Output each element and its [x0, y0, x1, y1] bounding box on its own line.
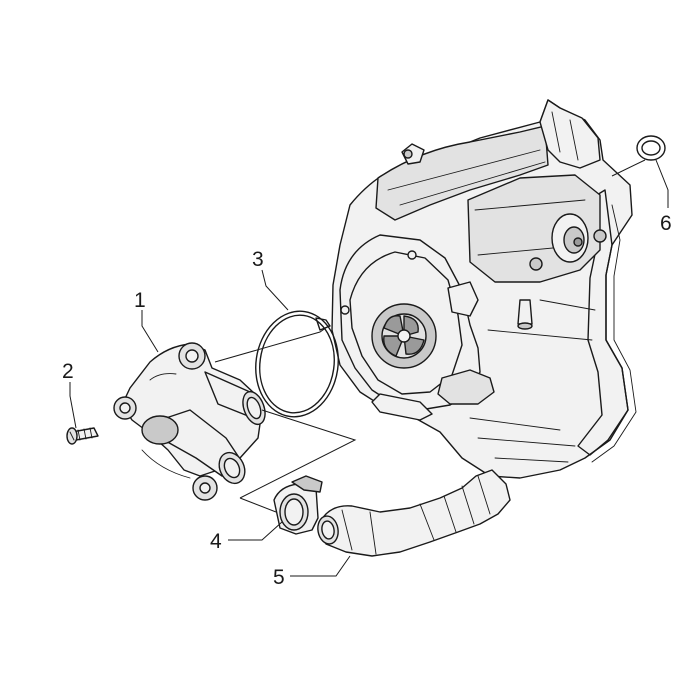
seal-ring — [636, 135, 666, 161]
rubber-hose — [317, 469, 511, 557]
callout-4: 4 — [210, 530, 222, 553]
callout-3: 3 — [252, 248, 264, 271]
callout-6: 6 — [660, 212, 672, 235]
callout-numbers: 1 2 3 4 5 6 — [62, 212, 672, 589]
pump-cover — [113, 342, 266, 501]
assembly-guide-lines — [214, 159, 646, 513]
callout-5: 5 — [273, 566, 285, 589]
screw — [66, 427, 99, 445]
o-ring-gasket — [255, 310, 339, 418]
callout-leaders — [69, 159, 669, 577]
pump-housing — [331, 99, 637, 479]
callout-1: 1 — [134, 289, 146, 312]
hose-clamp — [273, 475, 323, 535]
impeller — [371, 303, 437, 369]
callout-2: 2 — [62, 360, 74, 383]
